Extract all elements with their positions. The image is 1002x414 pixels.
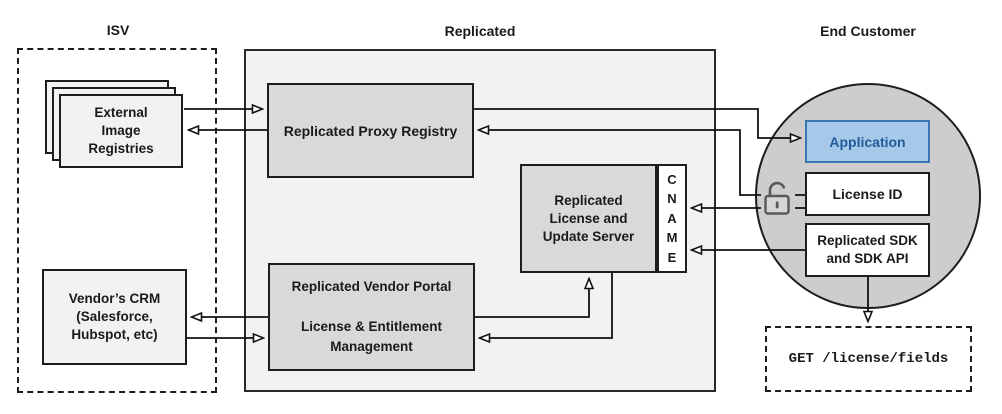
section-title-end-customer: End Customer — [820, 23, 916, 39]
cname-node: C N A M E — [657, 164, 687, 273]
section-title-replicated: Replicated — [444, 23, 516, 39]
license-id-node: License ID — [805, 172, 930, 216]
vendors-crm-label: Vendor’s CRM (Salesforce, Hubspot, etc) — [68, 291, 161, 342]
replicated-sdk-node: Replicated SDK and SDK API — [805, 223, 930, 277]
application-label: Application — [829, 133, 906, 150]
get-license-fields-node: GET /license/fields — [765, 326, 972, 392]
vendors-crm-node: Vendor’s CRM (Salesforce, Hubspot, etc) — [42, 269, 187, 365]
vendor-portal-node: Replicated Vendor Portal License & Entit… — [268, 263, 475, 371]
license-id-label: License ID — [832, 186, 903, 202]
application-node: Application — [805, 120, 930, 163]
proxy-registry-node: Replicated Proxy Registry — [267, 83, 474, 178]
cname-label: C N A M E — [666, 171, 678, 265]
vendor-portal-label: Replicated Vendor Portal License & Entit… — [291, 279, 452, 354]
license-update-server-node: Replicated License and Update Server — [520, 164, 657, 273]
license-update-server-label: Replicated License and Update Server — [542, 192, 635, 244]
replicated-sdk-label: Replicated SDK and SDK API — [817, 233, 918, 266]
external-image-registries-node: External Image Registries — [59, 94, 183, 168]
section-title-isv: ISV — [106, 22, 130, 38]
proxy-registry-label: Replicated Proxy Registry — [283, 122, 458, 139]
get-license-fields-label: GET /license/fields — [788, 351, 949, 367]
external-image-registries-label: External Image Registries — [88, 105, 154, 156]
